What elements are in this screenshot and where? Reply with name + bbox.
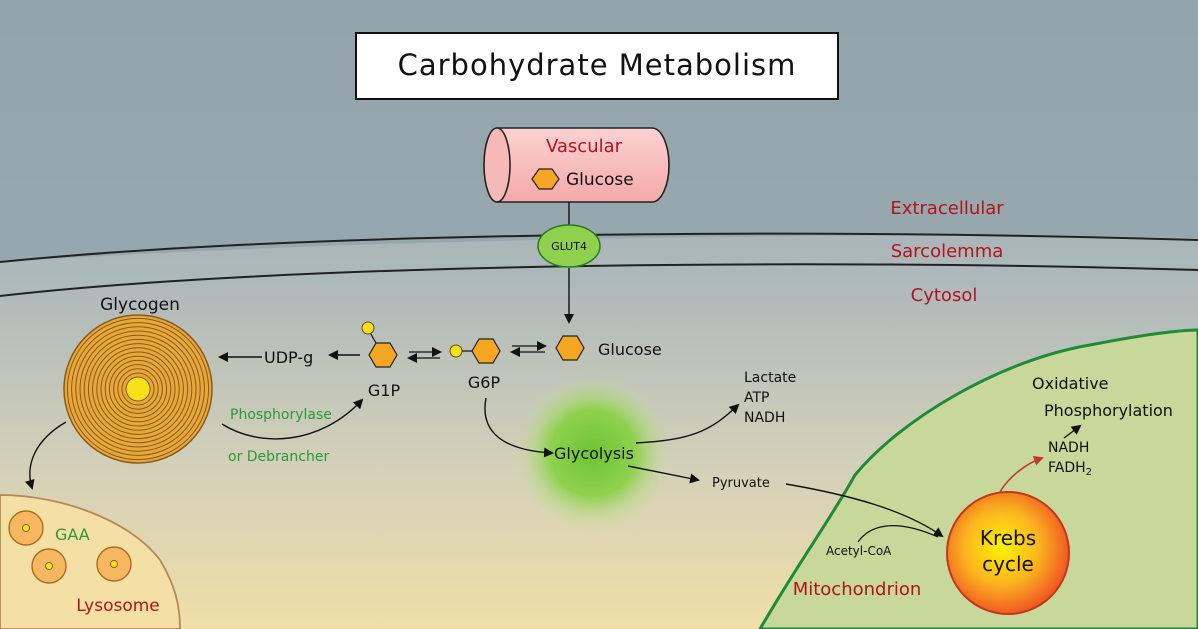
oxphos-label-line1: Oxidative: [1032, 374, 1109, 393]
glycogen-ring: [121, 372, 155, 406]
g6p-label: G6P: [468, 373, 501, 392]
glycogen-ring: [108, 359, 168, 419]
g1p-molecule: [361, 321, 398, 368]
vascular-label: Vascular: [546, 136, 623, 157]
g1p-g6p-equilibrium-arrows: [407, 347, 442, 363]
vascular-glucose-hexagon-icon: [531, 168, 560, 190]
g6p-glucose-equilibrium-arrows: [510, 341, 547, 357]
g1p-hexagon-icon: [368, 342, 398, 368]
glycogen-ring: [71, 322, 205, 456]
glycogen-ring: [113, 364, 163, 414]
glycogen-ring: [92, 343, 184, 435]
oxphos-label-line2: Phosphorylation: [1044, 401, 1173, 420]
atp-label: ATP: [744, 390, 769, 406]
krebs-to-nadh-arrow: [999, 455, 1044, 493]
lactate-label: Lactate: [744, 370, 796, 386]
cytosol-label: Cytosol: [911, 285, 978, 306]
glycogen-to-lysosome-arrow: [24, 421, 67, 490]
udpg-label: UDP-g: [264, 348, 313, 367]
glycolysis-glow: [515, 375, 671, 531]
extracellular-label: Extracellular: [890, 198, 1004, 219]
glycogen-ring: [100, 351, 176, 427]
mitochondrion: [758, 328, 1198, 629]
glycolysis-label: Glycolysis: [554, 444, 634, 463]
nadh2-label: NADH: [1048, 440, 1089, 456]
mitochondrion-label: Mitochondrion: [793, 579, 922, 600]
glut4-label: GLUT4: [551, 240, 587, 253]
cytosol-glucose-hexagon-icon: [555, 335, 585, 361]
fadh2-label: FADH2: [1048, 460, 1092, 478]
glycogen-ring: [79, 330, 197, 448]
nadh-label: NADH: [744, 410, 785, 426]
glycogen-ring: [117, 368, 159, 410]
glycogen-ring: [66, 317, 210, 461]
nadh-to-oxphos-arrow: [1063, 424, 1082, 439]
glycolysis-to-products-arrow: [635, 403, 740, 444]
lysosome-label: Lysosome: [76, 596, 160, 616]
glycogen-ring: [75, 326, 201, 452]
pyruvate-label: Pyruvate: [712, 476, 770, 491]
page-title: Carbohydrate Metabolism: [398, 48, 797, 82]
sarcolemma-label: Sarcolemma: [891, 241, 1004, 262]
g6p-molecule: [449, 338, 501, 364]
title-box: Carbohydrate Metabolism: [355, 32, 839, 100]
glycogen-ring: [87, 338, 189, 440]
acetyl-coa-curve: [857, 525, 939, 543]
acetyl-coa-label: Acetyl-CoA: [826, 544, 892, 558]
cytosol-glucose-label: Glucose: [598, 340, 662, 359]
glycogen-ring: [83, 334, 193, 444]
glycogen-ring: [96, 347, 180, 431]
g6p-to-glycolysis-arrow: [484, 397, 554, 458]
debrancher-label: or Debrancher: [228, 449, 329, 465]
g6p-hexagon-icon: [471, 338, 501, 364]
lysosome-vesicles: [8, 510, 132, 584]
pyruvate-to-krebs-arrow: [785, 483, 944, 538]
glycogen-granule: [63, 314, 213, 464]
g1p-label: G1P: [368, 381, 401, 400]
glycogen-ring: [104, 355, 172, 423]
gaa-label: GAA: [55, 525, 90, 544]
lysosome: [0, 494, 181, 629]
krebs-label-line1: Krebs: [980, 526, 1036, 550]
phosphorylase-label: Phosphorylase: [230, 407, 332, 423]
krebs-cycle: [946, 491, 1070, 615]
glycogen-label: Glycogen: [100, 295, 180, 315]
vascular-glucose-label: Glucose: [566, 170, 634, 190]
vascular-vessel: Vascular Glucose: [483, 127, 670, 203]
krebs-label-line2: cycle: [982, 552, 1034, 576]
glycogen-to-g1p-arrow: [221, 398, 364, 440]
glycolysis-to-pyruvate-arrow: [627, 465, 700, 484]
sarcolemma-inner-line: [0, 263, 1198, 297]
glut4-transporter: GLUT4: [537, 224, 601, 268]
